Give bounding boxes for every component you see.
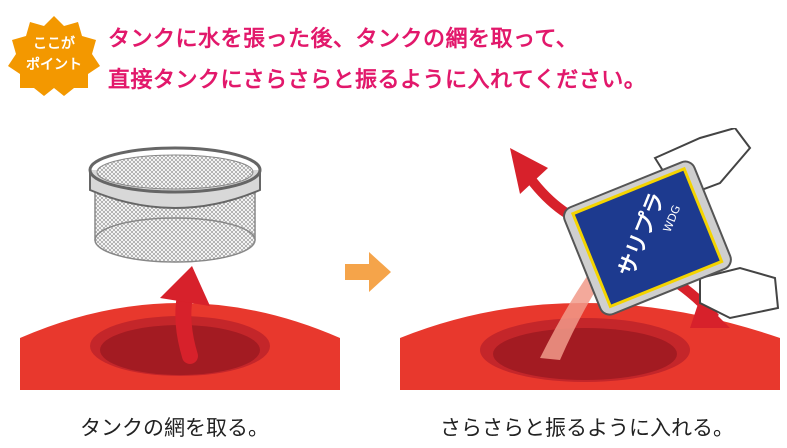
- pour-product-illustration: サリプラ WDG: [400, 128, 780, 390]
- remove-strainer-illustration: [20, 146, 340, 390]
- badge-line-1: ここが: [33, 36, 75, 52]
- badge-burst-icon: [8, 16, 100, 96]
- product-package-icon: [563, 160, 732, 316]
- headline-line-2: 直接タンクにさらさらと振るように入れてください。: [108, 68, 647, 93]
- tank-icon: [400, 303, 780, 390]
- lift-arrow-icon: [160, 266, 210, 364]
- headline-line-1: タンクに水を張った後、タンクの網を取って、: [108, 27, 579, 52]
- strainer-icon: [88, 146, 262, 263]
- caption-remove-strainer: タンクの網を取る。: [80, 416, 269, 440]
- caption-pour-product: さらさらと振るように入れる。: [440, 416, 734, 440]
- badge-line-2: ポイント: [26, 57, 82, 73]
- point-badge: ここが ポイント: [6, 14, 102, 96]
- next-step-arrow-icon: [345, 252, 391, 292]
